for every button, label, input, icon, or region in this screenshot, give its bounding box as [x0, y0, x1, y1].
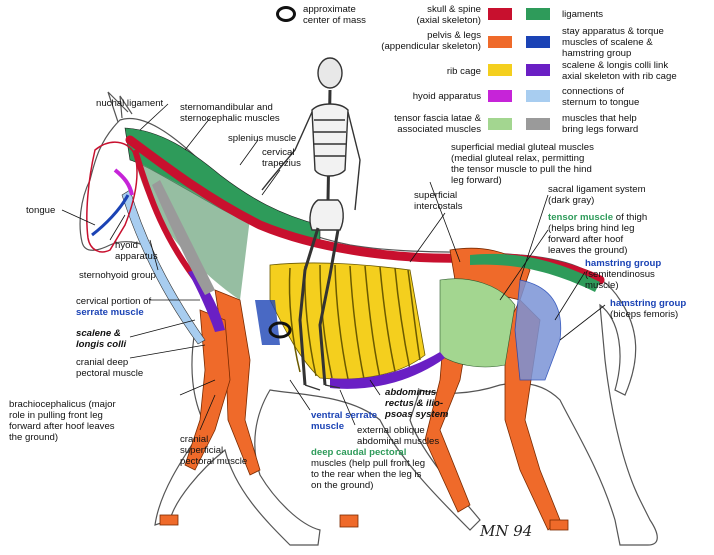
legend-swatch-hyoid: [488, 90, 512, 102]
legend-label-stay-apparatus: stay apparatus & torque muscles of scale…: [562, 26, 664, 59]
label-sternohyoid: sternohyoid group: [79, 270, 156, 281]
scalene-band-front: [188, 270, 225, 332]
sternum-tongue-link: [121, 189, 206, 345]
label-cranial-superficial-pectoral: cranial superficial pectoral muscle: [180, 434, 248, 467]
center-of-mass-marker: [268, 321, 292, 339]
label-cervical-trapezius: cervical trapezius: [262, 147, 301, 169]
legend-label-rib-cage: rib cage: [446, 66, 481, 77]
legend-label-legs-forward: muscles that help bring legs forward: [562, 113, 639, 135]
label-cranial-deep-pectoral: cranial deep pectoral muscle: [76, 357, 144, 379]
hamstring-muscles: [514, 279, 562, 381]
legend-swatch-tensor-fascia: [488, 118, 512, 130]
legend-swatch-legs-forward: [526, 118, 550, 130]
sacral-ligaments: [470, 253, 600, 292]
label-hyoid-apparatus: hyoid apparatus: [115, 240, 158, 262]
legend-swatch-sternum-tongue: [526, 90, 550, 102]
center-of-mass-legend-icon: [276, 6, 296, 22]
skull: [86, 141, 138, 253]
label-nuchal-ligament: nuchal ligament: [96, 98, 164, 109]
label-external-oblique: external oblique abdominal muscles: [357, 425, 440, 447]
rib-cage: [269, 262, 426, 380]
tongue-shape: [91, 194, 130, 237]
label-splenius: splenius muscle: [228, 133, 297, 144]
gray-muscles: [152, 180, 215, 295]
label-hamstring-semitendinosus: hamstring group(semitendinosus muscle): [585, 258, 662, 291]
legend-label-scalene-link: scalene & longis colli link axial skelet…: [562, 60, 677, 82]
legend-swatch-rib-cage: [488, 64, 512, 76]
label-superficial-intercostals: superficial intercostals: [414, 190, 463, 212]
leader-lines: [61, 103, 606, 431]
label-abdominus-rectus: abdominus rectus & ilio- psoas system: [385, 387, 449, 420]
horse-ears: [107, 91, 133, 123]
legend-swatch-stay-apparatus: [526, 36, 550, 48]
label-scalene-longis: scalene & longis colli: [76, 328, 127, 350]
tensor-fascia-latae: [439, 278, 516, 368]
label-brachiocephalicus: brachiocephalicus (major role in pulling…: [9, 399, 116, 443]
legend-swatch-pelvis-legs: [488, 36, 512, 48]
spine-neck-lower: [132, 149, 203, 287]
artist-signature: MN 94: [480, 522, 533, 540]
legend-label-ligaments: ligaments: [562, 9, 604, 20]
label-tongue: tongue: [26, 205, 56, 216]
legend-label-hyoid: hyoid apparatus: [412, 91, 481, 102]
label-sacral-ligament: sacral ligament system (dark gray): [548, 184, 646, 206]
label-superficial-medial-gluteal: superficial medial gluteal muscles (medi…: [451, 142, 594, 186]
label-hamstring-biceps: hamstring group(biceps femoris): [610, 298, 687, 320]
label-tensor-muscle: tensor muscle of thigh(helps bring hind …: [548, 212, 648, 256]
scalene-band: [330, 352, 445, 389]
legend-label-skull-spine: skull & spine (axial skeleton): [416, 4, 481, 26]
legend-label-pelvis-legs: pelvis & legs (appendicular skeleton): [381, 30, 481, 52]
rider-skeleton: [261, 57, 361, 391]
legend-swatch-ligaments: [526, 8, 550, 20]
center-of-mass-legend-label: approximate center of mass: [303, 4, 366, 26]
legend-swatch-scalene-link: [526, 64, 550, 76]
legend-swatch-skull-spine: [488, 8, 512, 20]
label-sternomandibular: sternomandibular and sternocephalic musc…: [180, 102, 280, 124]
label-ventral-serrate: ventral serrate muscle: [311, 410, 378, 432]
hyoid: [113, 168, 134, 196]
legend-label-tensor-fascia: tensor fascia latae & associated muscles: [394, 113, 481, 135]
legend-label-sternum-tongue: connections of sternum to tongue: [562, 86, 640, 108]
